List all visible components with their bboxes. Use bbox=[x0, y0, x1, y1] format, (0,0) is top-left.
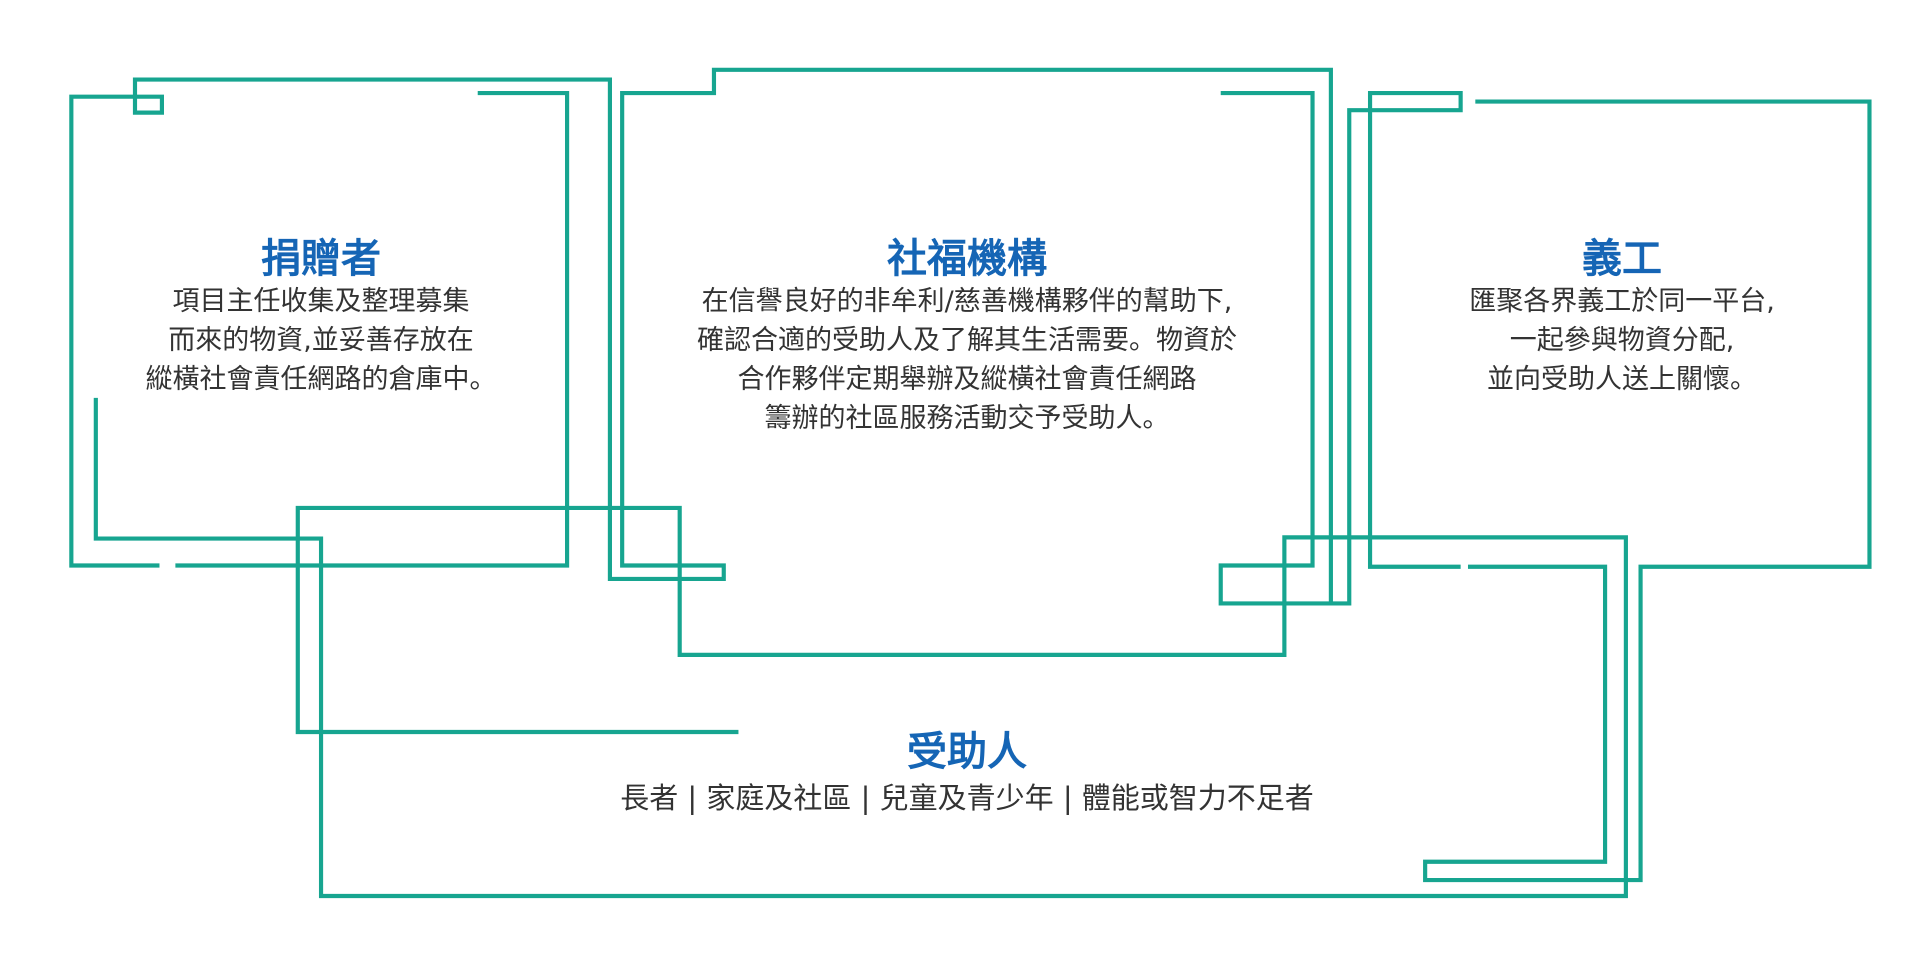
recipient-block: 受助人 長者 | 家庭及社區 | 兒童及青少年 | 體能或智力不足者 bbox=[620, 729, 1314, 818]
recipient-frame-outer bbox=[93, 397, 1628, 899]
volunteer-title: 義工 bbox=[1582, 236, 1662, 282]
recipient-title: 受助人 bbox=[907, 729, 1027, 775]
volunteer-line: 並向受助人送上關懷。 bbox=[1487, 364, 1757, 395]
welfare-line: 籌辦的社區服務活動交予受助人。 bbox=[764, 403, 1170, 434]
donor-line: 縱橫社會責任網路的倉庫中。 bbox=[145, 364, 497, 395]
donor-title: 捐贈者 bbox=[261, 236, 381, 282]
welfare-title: 社福機構 bbox=[887, 236, 1047, 282]
donor-block: 捐贈者 項目主任收集及整理募集 而來的物資,並妥善存放在 縱橫社會責任網路的倉庫… bbox=[146, 236, 497, 399]
volunteer-frame-inner bbox=[1330, 90, 1463, 606]
welfare-line: 確認合適的受助人及了解其生活需要。物資於 bbox=[697, 325, 1237, 356]
donor-frame-right bbox=[175, 90, 570, 568]
welfare-line: 合作夥伴定期舉辦及縱橫社會責任網路 bbox=[737, 364, 1197, 395]
volunteer-line: 一起參與物資分配, bbox=[1509, 325, 1735, 356]
donor-line: 而來的物資,並妥善存放在 bbox=[168, 325, 474, 356]
donor-frame-left bbox=[69, 67, 1333, 606]
welfare-block: 社福機構 在信譽良好的非牟利/慈善機構夥伴的幫助下, 確認合適的受助人及了解其生… bbox=[697, 236, 1237, 438]
recipient-categories: 長者 | 家庭及社區 | 兒童及青少年 | 體能或智力不足者 bbox=[620, 781, 1314, 815]
volunteer-frame-outer bbox=[1423, 99, 1872, 883]
donor-line: 項目主任收集及整理募集 bbox=[172, 286, 470, 317]
volunteer-block: 義工 匯聚各界義工於同一平台, 一起參與物資分配, 並向受助人送上關懷。 bbox=[1469, 236, 1775, 399]
welfare-line: 在信譽良好的非牟利/慈善機構夥伴的幫助下, bbox=[701, 286, 1233, 317]
volunteer-line: 匯聚各界義工於同一平台, bbox=[1469, 286, 1775, 317]
